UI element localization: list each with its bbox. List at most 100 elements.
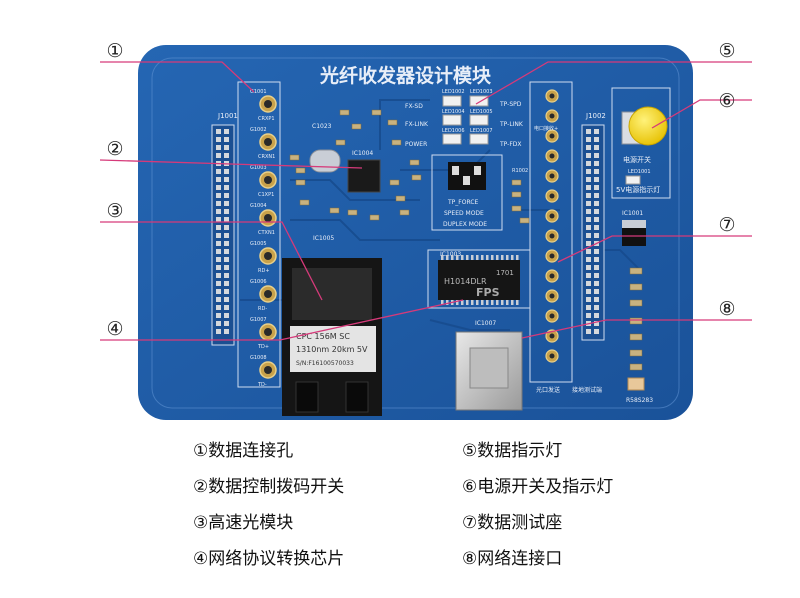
test-point-center: [549, 333, 555, 339]
smd-component: [629, 283, 643, 291]
header-pin: [224, 137, 229, 142]
chip-pin: [511, 300, 514, 305]
header-pin: [224, 321, 229, 326]
header-pin: [586, 297, 591, 302]
header-pin: [216, 153, 221, 158]
header-j1002-pins: [586, 129, 599, 334]
chip-pin: [486, 300, 489, 305]
header-pin: [586, 217, 591, 222]
label-c1023: C1023: [312, 123, 332, 130]
header-pin: [216, 281, 221, 286]
header-pin: [216, 137, 221, 142]
header-pin: [586, 169, 591, 174]
pin-label: RD+: [258, 268, 270, 274]
header-pin: [594, 329, 599, 334]
header-pin: [224, 185, 229, 190]
smd-component: [369, 214, 380, 221]
header-pin: [586, 265, 591, 270]
header-pin: [224, 281, 229, 286]
label-power: POWER: [405, 141, 427, 148]
header-pin: [224, 233, 229, 238]
header-pin: [224, 273, 229, 278]
callout-number: ③: [106, 200, 123, 222]
header-pin: [216, 177, 221, 182]
test-point-center: [549, 273, 555, 279]
pin-label: CRXP1: [258, 116, 275, 122]
test-point-center: [549, 293, 555, 299]
smd-component: [339, 109, 350, 116]
header-pin: [594, 281, 599, 286]
smd-component: [629, 349, 643, 357]
smd-component: [351, 123, 362, 130]
callout-number: ⑤: [718, 40, 735, 62]
test-point-center: [549, 133, 555, 139]
pin-code-label: G1002: [250, 127, 267, 133]
pin-label: CRXN1: [258, 154, 275, 160]
chip-pin: [516, 255, 519, 260]
header-pin: [224, 329, 229, 334]
label-rs-code: R58S283: [626, 397, 653, 404]
optical-port-right: [345, 381, 369, 413]
header-pin: [594, 185, 599, 190]
chip-pin: [496, 300, 499, 305]
pin-label: TD+: [257, 344, 269, 350]
pin-code-label: G1004: [250, 203, 267, 209]
connector-strip: [237, 81, 281, 388]
dip-lever-3: [474, 166, 481, 175]
protocol-chip-frame: [427, 249, 531, 309]
header-pin: [216, 225, 221, 230]
header-pin: [586, 273, 591, 278]
smd-components: [289, 109, 530, 224]
connection-hole-center: [264, 366, 272, 374]
header-pin: [594, 177, 599, 182]
chip-pin: [441, 255, 444, 260]
callout-number: ⑥: [718, 90, 735, 112]
chip-pin: [451, 255, 454, 260]
header-pin: [586, 241, 591, 246]
pin-label: C1XP1: [258, 192, 274, 198]
right-smd-components: [629, 267, 643, 371]
legend-right-2: ⑦数据测试座: [462, 513, 563, 533]
smd-component: [371, 109, 382, 116]
header-pin: [224, 201, 229, 206]
chip-pin: [501, 255, 504, 260]
smd-component: [329, 207, 340, 214]
header-pin: [216, 209, 221, 214]
header-pin: [594, 153, 599, 158]
header-pin: [594, 313, 599, 318]
header-pin: [586, 289, 591, 294]
chip-pin: [471, 255, 474, 260]
chip-pin: [496, 255, 499, 260]
label-tp-spd: TP-SPD: [499, 101, 522, 108]
chip-pin: [471, 300, 474, 305]
label-led1001: LED1001: [628, 169, 651, 175]
optical-port-left: [295, 381, 319, 413]
chip-pin: [446, 255, 449, 260]
smd-component: [295, 167, 306, 174]
connection-hole-center: [264, 328, 272, 336]
legend-left-1: ②数据控制拨码开关: [193, 477, 345, 497]
header-pin: [216, 233, 221, 238]
connection-hole-center: [264, 100, 272, 108]
header-pin: [586, 249, 591, 254]
pin-code-label: G1008: [250, 355, 267, 361]
header-pin: [216, 169, 221, 174]
smd-component: [629, 299, 643, 307]
label-ic1007: IC1007: [475, 320, 496, 327]
header-j1001: [211, 124, 235, 346]
header-pin: [216, 193, 221, 198]
chip-pin: [446, 300, 449, 305]
chip-pin: [491, 300, 494, 305]
smd-component: [347, 209, 358, 216]
header-pin: [224, 305, 229, 310]
power-led: [625, 175, 641, 185]
connection-hole-center: [264, 214, 272, 222]
smd-component: [299, 199, 310, 206]
header-pin: [216, 185, 221, 190]
connection-hole-center: [264, 290, 272, 298]
legend-right-3: ⑧网络连接口: [462, 549, 563, 569]
header-pin: [594, 305, 599, 310]
header-pin: [594, 161, 599, 166]
header-pin: [224, 249, 229, 254]
